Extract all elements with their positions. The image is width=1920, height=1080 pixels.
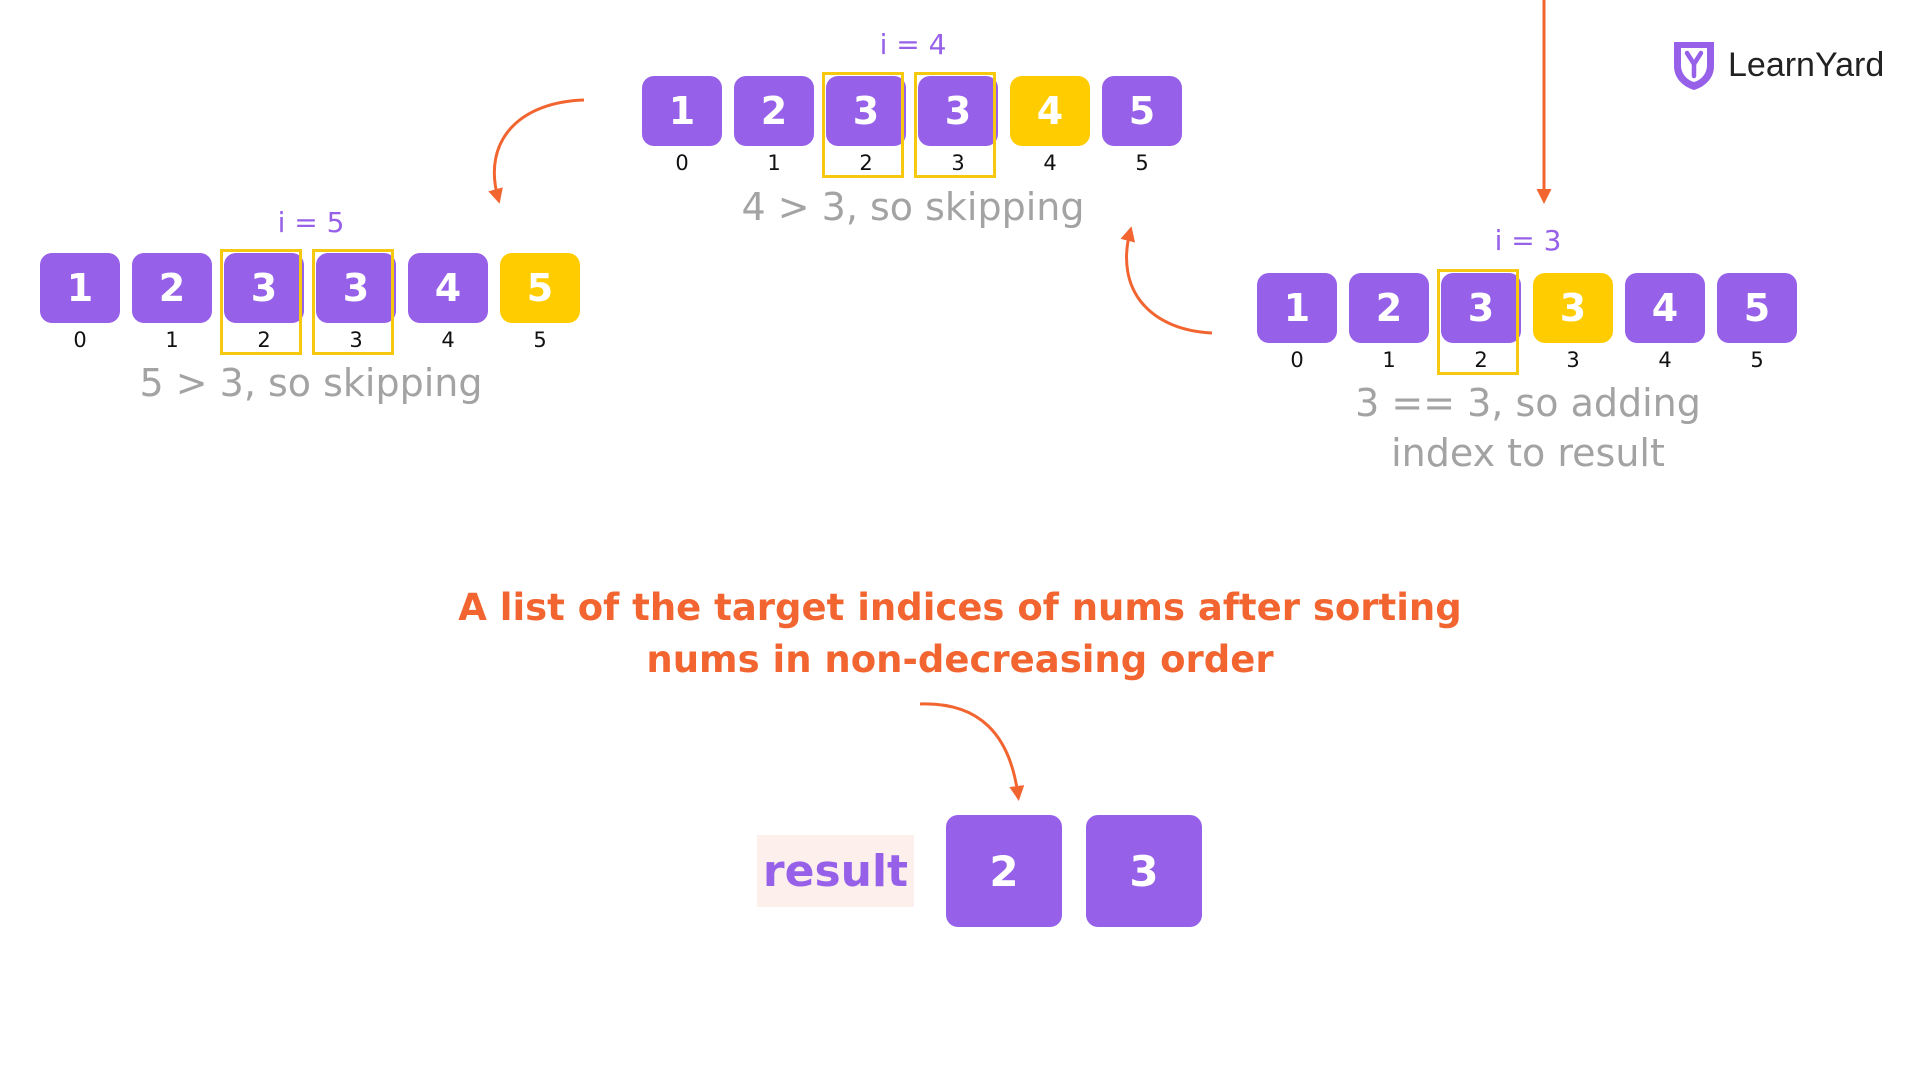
cell-value: 4 bbox=[1625, 273, 1705, 343]
cell-value: 1 bbox=[642, 76, 722, 146]
cell-index: 2 bbox=[1474, 348, 1488, 372]
arrow-definition-to-result bbox=[919, 702, 1025, 801]
cell-index: 3 bbox=[951, 151, 965, 175]
step-i4-caption: 4 > 3, so skipping bbox=[741, 185, 1085, 229]
step-i4-label: i = 4 bbox=[879, 28, 947, 61]
step-i5-label: i = 5 bbox=[277, 206, 345, 239]
cell-index: 5 bbox=[1135, 151, 1149, 175]
cell-index: 3 bbox=[349, 328, 363, 352]
step-i3-caption: 3 == 3, so adding index to result bbox=[1355, 381, 1701, 475]
step-i3-label: i = 3 bbox=[1494, 224, 1562, 257]
cell-value: 3 bbox=[316, 253, 396, 323]
cell-index: 0 bbox=[73, 328, 87, 352]
cell-value: 4 bbox=[408, 253, 488, 323]
cell-value: 3 bbox=[1533, 273, 1613, 343]
brand-name: LearnYard bbox=[1728, 45, 1885, 84]
arrow-i4-to-i5 bbox=[488, 98, 585, 204]
cell-index: 3 bbox=[1566, 348, 1580, 372]
result-cell: 3 bbox=[1086, 815, 1202, 927]
step-i5-caption: 5 > 3, so skipping bbox=[139, 361, 483, 405]
cell-index: 0 bbox=[1290, 348, 1304, 372]
cell-index: 1 bbox=[1382, 348, 1396, 372]
cell-index: 0 bbox=[675, 151, 689, 175]
cell-value: 3 bbox=[1441, 273, 1521, 343]
cell-value: 4 bbox=[1010, 76, 1090, 146]
cell-value: 2 bbox=[734, 76, 814, 146]
cell-value: 2 bbox=[1349, 273, 1429, 343]
cell-value: 5 bbox=[1102, 76, 1182, 146]
cell-index: 2 bbox=[859, 151, 873, 175]
brand-logo: LearnYard bbox=[1670, 38, 1884, 92]
cell-index: 1 bbox=[165, 328, 179, 352]
cell-index: 5 bbox=[1750, 348, 1764, 372]
cell-index: 4 bbox=[441, 328, 455, 352]
cell-value: 3 bbox=[826, 76, 906, 146]
cell-value: 5 bbox=[1717, 273, 1797, 343]
definition-text: A list of the target indices of nums aft… bbox=[458, 586, 1462, 681]
cell-value: 2 bbox=[132, 253, 212, 323]
cell-value: 5 bbox=[500, 253, 580, 323]
cell-value: 3 bbox=[918, 76, 998, 146]
cell-value: 1 bbox=[40, 253, 120, 323]
cell-index: 1 bbox=[767, 151, 781, 175]
cell-index: 2 bbox=[257, 328, 271, 352]
arrow-i3-to-i4 bbox=[1120, 226, 1213, 335]
cell-value: 1 bbox=[1257, 273, 1337, 343]
cell-index: 4 bbox=[1658, 348, 1672, 372]
cell-value: 3 bbox=[224, 253, 304, 323]
ly-shield-logo-icon bbox=[1674, 42, 1714, 90]
result-cell: 2 bbox=[946, 815, 1062, 927]
cell-index: 4 bbox=[1043, 151, 1057, 175]
result-label: result bbox=[757, 835, 914, 907]
cell-index: 5 bbox=[533, 328, 547, 352]
